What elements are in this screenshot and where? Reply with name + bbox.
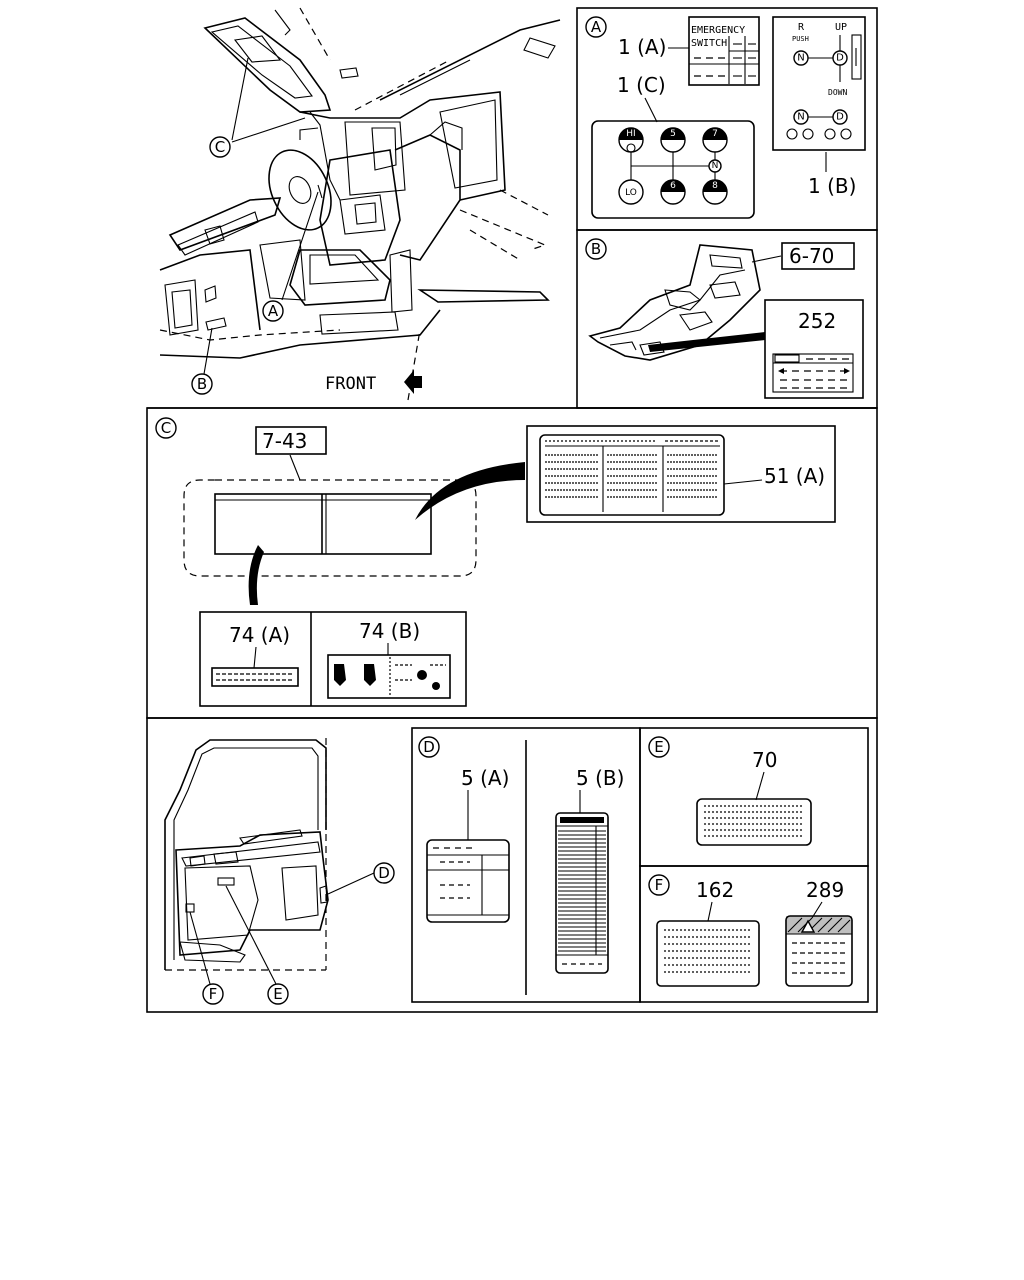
label-51a-text-lines xyxy=(545,454,718,498)
panel-e-marker xyxy=(648,736,670,758)
svg-text:R: R xyxy=(798,22,805,33)
label-51a: 51 (A) xyxy=(764,464,825,488)
label-5a-plate xyxy=(426,839,510,923)
panel-c-marker xyxy=(155,417,177,439)
label-5a: 5 (A) xyxy=(461,766,509,790)
panel-a-marker xyxy=(585,16,607,38)
label-289-hatch xyxy=(787,917,851,933)
label-1c: 1 (C) xyxy=(617,73,666,97)
label-162-plate xyxy=(656,920,760,987)
svg-text:C: C xyxy=(215,138,225,156)
panel-b-marker xyxy=(585,238,607,260)
panel-d: D 5 (A) 5 (B) xyxy=(418,736,624,974)
label-1a: 1 (A) xyxy=(618,35,666,59)
svg-text:7: 7 xyxy=(712,129,718,139)
svg-text:N: N xyxy=(712,161,719,171)
warning-label-252 xyxy=(772,353,854,393)
panel-a: A 1 (A) EMERGENCY SWITCH R PUSH UP DOWN … xyxy=(585,16,866,219)
range-switch-label xyxy=(772,16,866,151)
label-670: 6-70 xyxy=(789,244,834,268)
label-252: 252 xyxy=(798,309,836,333)
svg-text:E: E xyxy=(654,738,663,756)
panel-f: F 162 289 xyxy=(648,874,853,987)
svg-text:B: B xyxy=(197,375,207,393)
label-289: 289 xyxy=(806,878,844,902)
svg-text:UP: UP xyxy=(835,22,847,33)
svg-text:SWITCH: SWITCH xyxy=(691,38,727,49)
callout-c-cab: C xyxy=(209,136,231,158)
label-5b-plate xyxy=(555,812,609,974)
panel-e: E 70 xyxy=(648,736,812,846)
label-162: 162 xyxy=(696,878,734,902)
label-74a: 74 (A) xyxy=(229,623,290,647)
svg-text:DOWN: DOWN xyxy=(828,88,847,97)
svg-text:D: D xyxy=(378,864,390,882)
callout-a-cab: A xyxy=(262,300,284,322)
label-289-plate xyxy=(785,915,853,987)
panel-f-marker xyxy=(648,874,670,896)
label-74b-plate xyxy=(327,654,451,699)
label-743: 7-43 xyxy=(262,429,307,453)
frame-lines xyxy=(146,7,878,1013)
svg-text:HI: HI xyxy=(626,129,635,139)
svg-text:D: D xyxy=(423,738,435,756)
svg-text:C: C xyxy=(161,419,171,437)
panel-d-marker xyxy=(418,736,440,758)
cab-interior-drawing xyxy=(159,7,561,401)
front-arrow-icon xyxy=(404,370,422,394)
callout-b-cab: B xyxy=(191,373,213,395)
label-1b: 1 (B) xyxy=(808,174,856,198)
svg-text:F: F xyxy=(655,876,664,894)
label-70: 70 xyxy=(752,748,777,772)
svg-text:D: D xyxy=(836,53,844,64)
svg-text:A: A xyxy=(268,302,279,320)
callout-f-door: F xyxy=(202,983,224,1005)
svg-text:5: 5 xyxy=(670,129,676,139)
front-label: FRONT xyxy=(325,374,376,394)
svg-text:N: N xyxy=(797,112,804,123)
door-drawing xyxy=(164,738,375,985)
svg-text:E: E xyxy=(273,985,282,1003)
caution-label-51a xyxy=(539,434,725,516)
svg-text:B: B xyxy=(591,240,601,258)
shift-pattern-label xyxy=(591,120,755,219)
svg-text:D: D xyxy=(836,112,844,123)
callout-d-door: D xyxy=(373,862,395,884)
label-74b: 74 (B) xyxy=(359,619,420,643)
callout-e-door: E xyxy=(267,983,289,1005)
svg-text:EMERGENCY: EMERGENCY xyxy=(691,25,745,36)
label-70-rows xyxy=(704,805,804,837)
label-5b: 5 (B) xyxy=(576,766,624,790)
svg-text:PUSH: PUSH xyxy=(792,35,809,43)
svg-text:LO: LO xyxy=(625,188,637,198)
label-5b-rows xyxy=(558,830,606,952)
label-74a-plate xyxy=(211,667,299,687)
panel-c: C 7-43 xyxy=(155,417,836,707)
label-70-plate xyxy=(696,798,812,846)
svg-text:6: 6 xyxy=(670,181,676,191)
floor-mat xyxy=(588,244,761,361)
svg-text:N: N xyxy=(797,53,804,64)
label-162-rows xyxy=(664,929,752,973)
svg-text:F: F xyxy=(209,985,218,1003)
panel-b: B 6-70 252 xyxy=(585,238,864,399)
svg-text:A: A xyxy=(591,18,602,36)
svg-text:8: 8 xyxy=(712,181,718,191)
